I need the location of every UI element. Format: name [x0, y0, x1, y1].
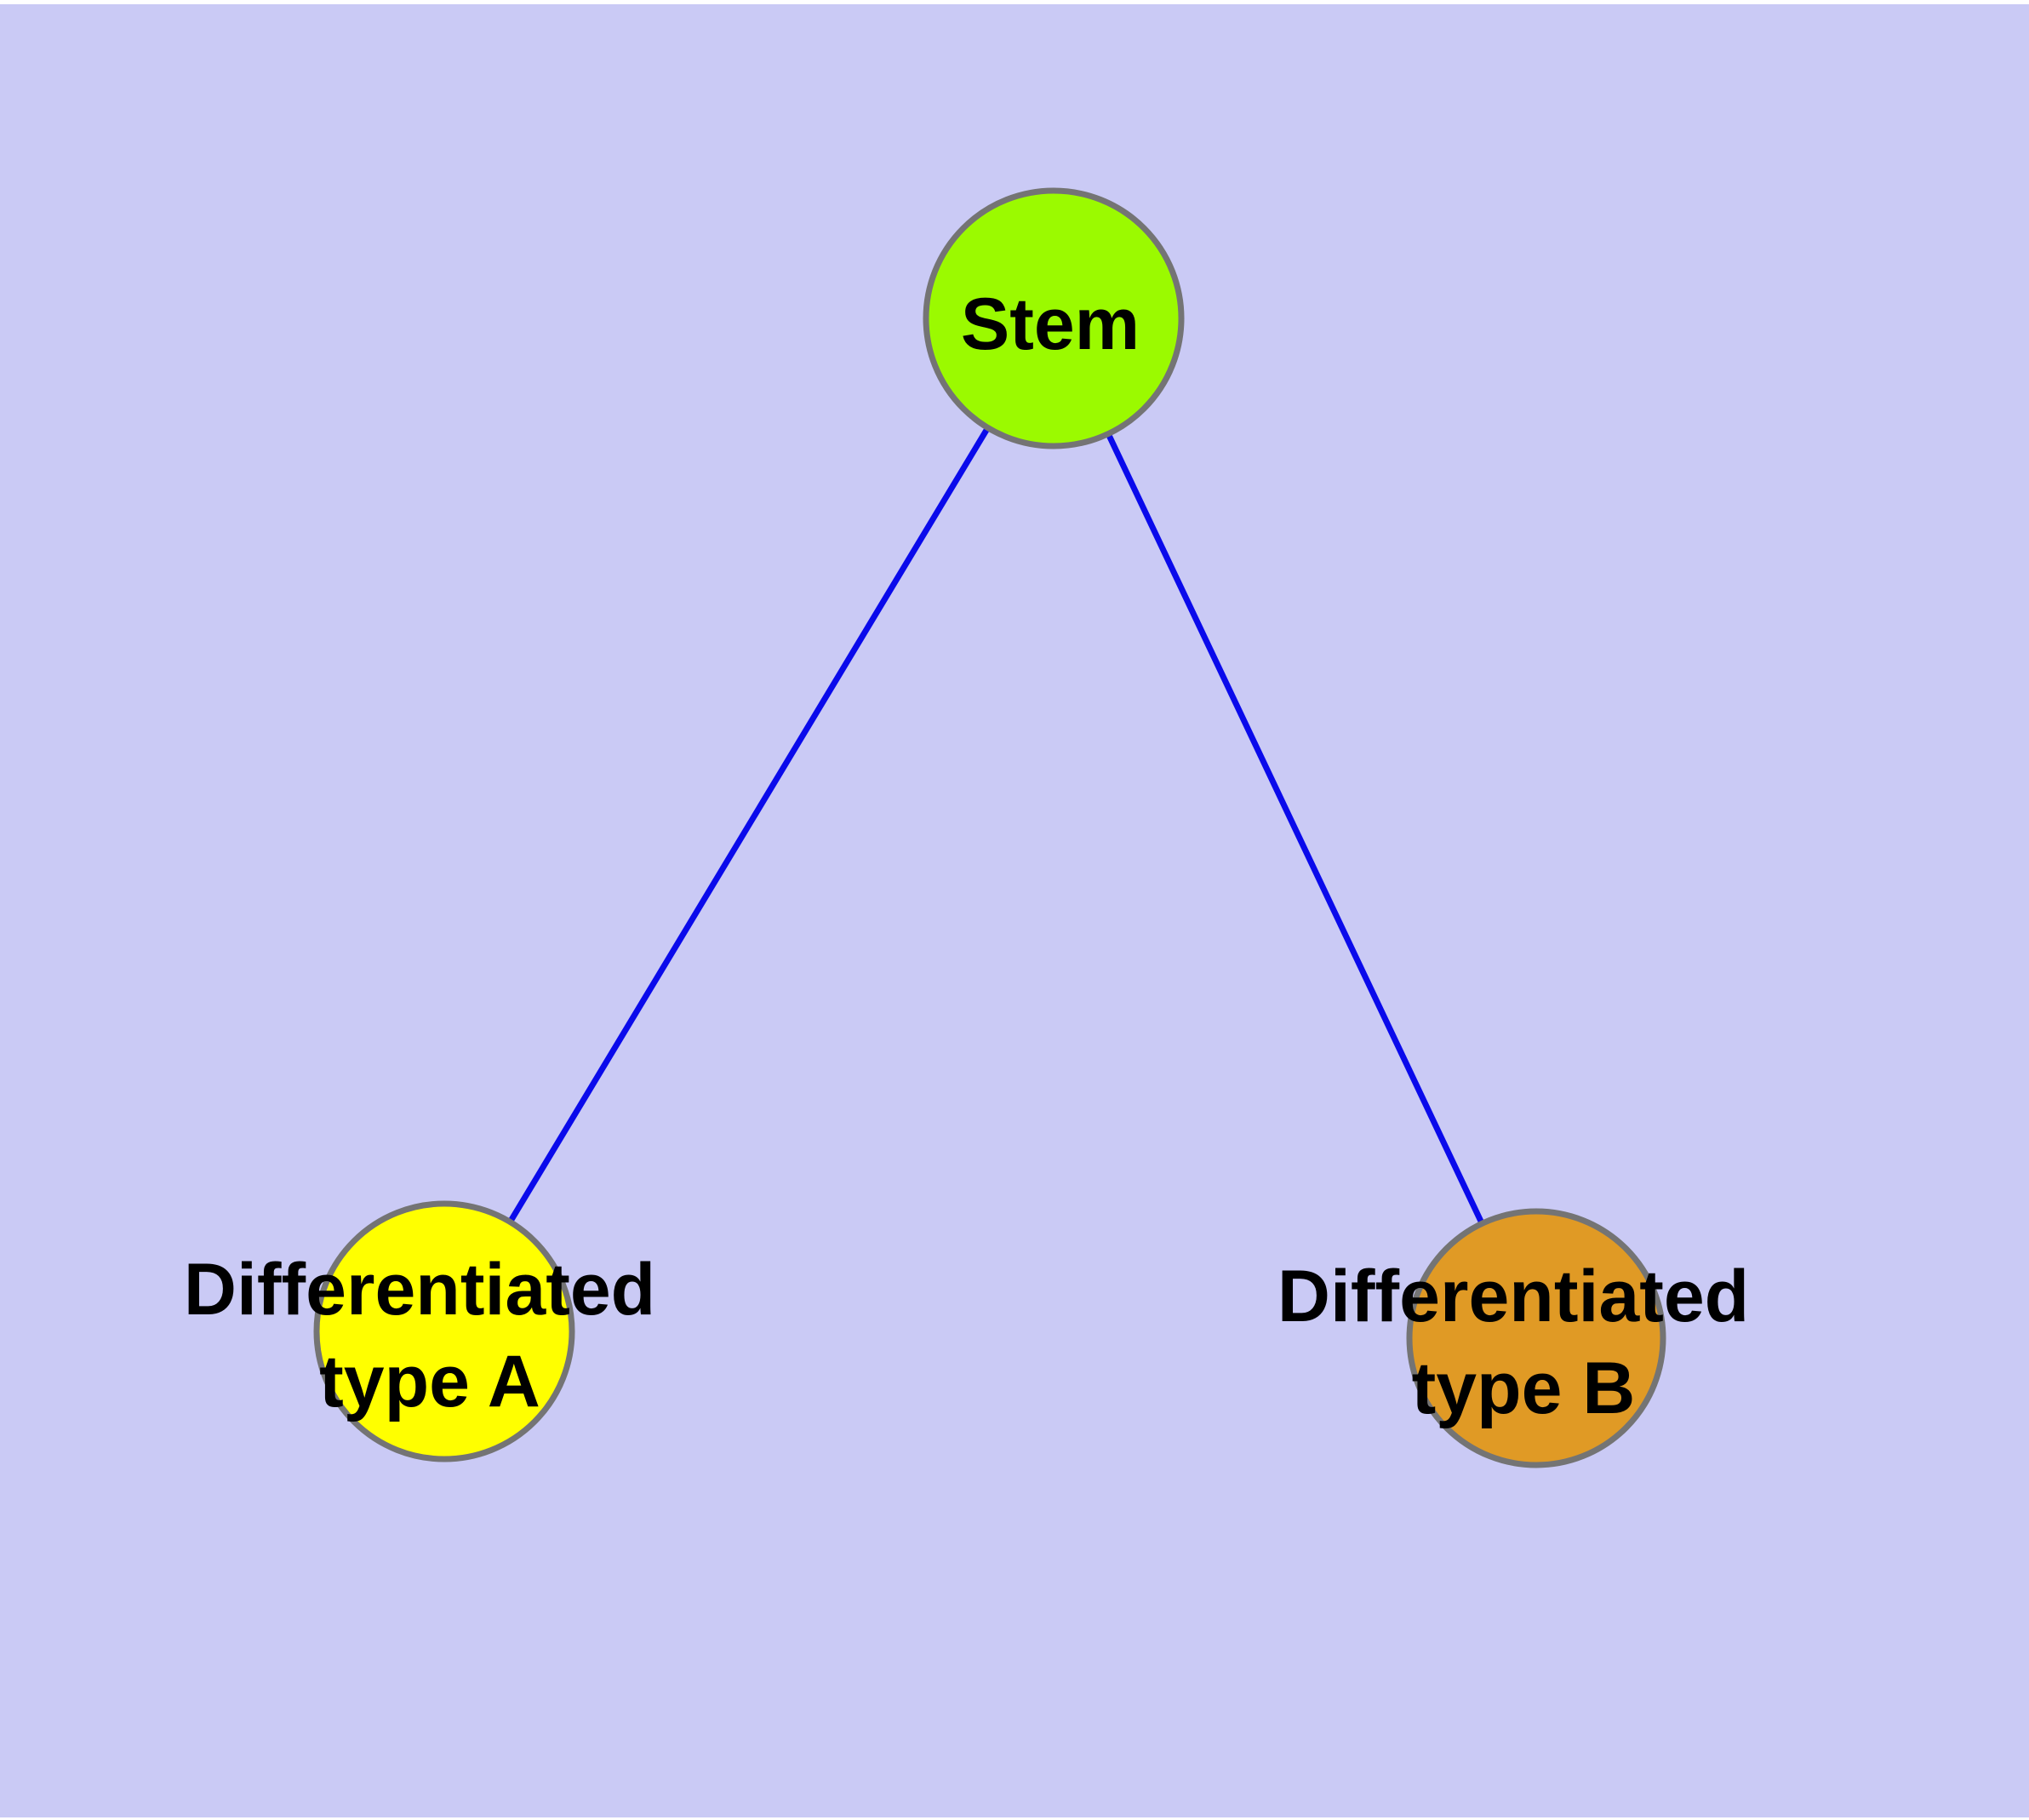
node-type-a-circle [313, 1200, 575, 1462]
node-type-b-label: Differentiated type B [1277, 1256, 1769, 1429]
node-type-a-label-line1: Differentiated [184, 1249, 655, 1331]
edge-stem-to-type-b [1050, 317, 1540, 1340]
node-type-b-label-line1: Differentiated [1277, 1256, 1749, 1337]
node-stem-label: Stem [961, 283, 1140, 365]
node-type-a-label-line2: type A [319, 1341, 540, 1422]
node-type-b-label-line2: type B [1412, 1348, 1636, 1429]
node-type-b-circle [1406, 1208, 1666, 1468]
node-stem-circle [923, 187, 1185, 449]
node-type-a-label: Differentiated type A [184, 1249, 676, 1422]
edge-stem-to-type-a [442, 317, 1056, 1333]
